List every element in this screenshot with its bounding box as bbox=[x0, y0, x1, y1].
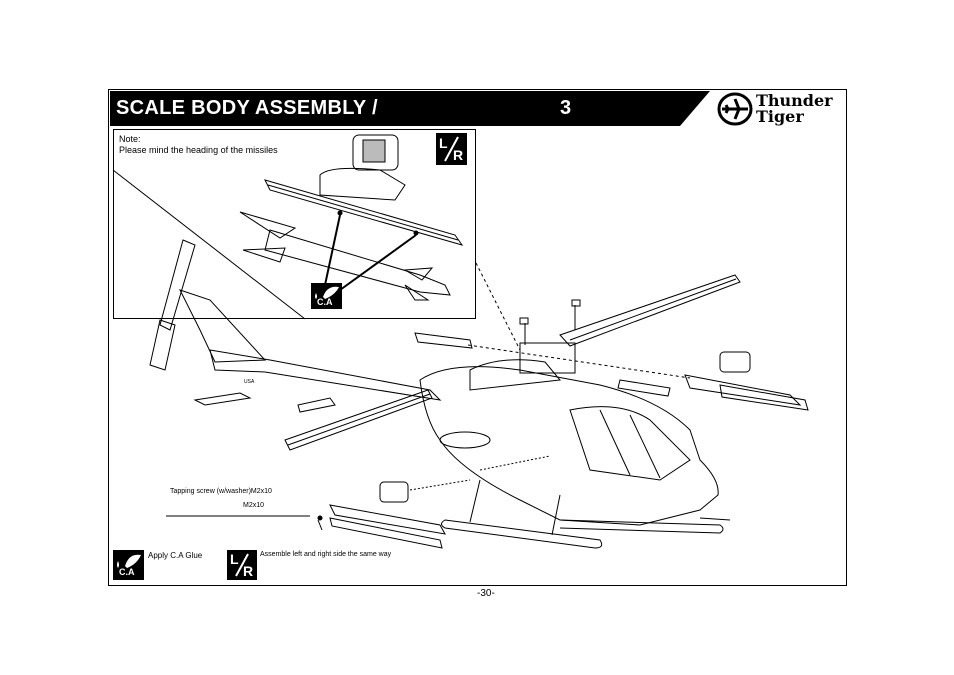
tail-fin bbox=[179, 289, 267, 363]
legend-ca-badge-text: C.A bbox=[119, 567, 135, 577]
canopy bbox=[569, 406, 691, 481]
brand-line1: Thunder bbox=[756, 91, 833, 110]
engine-cowling bbox=[469, 359, 561, 391]
note-text: Please mind the heading of the missiles bbox=[119, 145, 278, 155]
tail-boom bbox=[209, 349, 442, 401]
horizontal-stabilizer bbox=[297, 397, 336, 413]
landing-skid-left bbox=[441, 519, 603, 549]
main-rotor-blade-right bbox=[559, 274, 741, 347]
rotor-blade-stub-right bbox=[617, 379, 671, 397]
tail-rotor-blade-top bbox=[159, 239, 196, 331]
missile-launcher-rail bbox=[264, 179, 464, 246]
weapon-pylon-lower bbox=[329, 504, 446, 535]
page-number: -30- bbox=[477, 588, 495, 599]
page-frame bbox=[108, 89, 847, 586]
callout-line-left bbox=[112, 169, 306, 320]
ca-glue-icon: C.A bbox=[311, 283, 342, 309]
main-rotor-blade-left bbox=[284, 389, 433, 451]
banner-shape bbox=[110, 91, 710, 126]
jet-emblem-icon bbox=[717, 92, 753, 126]
legend-lr-letter-left: L bbox=[230, 551, 239, 567]
legend-lr-icon: L R bbox=[227, 550, 257, 580]
page-title: SCALE BODY ASSEMBLY / bbox=[116, 97, 378, 119]
legend-ca-label: Apply C.A Glue bbox=[148, 551, 203, 560]
step-number: 3 bbox=[560, 97, 572, 119]
decal-mark: USA bbox=[244, 379, 255, 385]
missile bbox=[264, 229, 451, 296]
brand-line2: Tiger bbox=[756, 107, 804, 126]
rotor-head bbox=[519, 342, 576, 374]
legend-ca-icon: C.A bbox=[113, 550, 144, 580]
note-label: Note: bbox=[119, 134, 141, 144]
left-right-icon: L R bbox=[436, 133, 467, 165]
brand-logo: Thunder Tiger bbox=[716, 91, 844, 127]
legend-lr-label: Assemble left and right side the same wa… bbox=[260, 551, 392, 558]
rotor-blade-stub-left bbox=[414, 332, 473, 349]
ca-badge-text: C.A bbox=[317, 297, 333, 307]
callout-line-right bbox=[475, 262, 521, 351]
weapon-pylon-right bbox=[684, 374, 802, 406]
legend-lr-letter-right: R bbox=[243, 563, 254, 579]
tail-rotor-blade-bottom bbox=[149, 319, 176, 371]
lr-letter-right: R bbox=[453, 147, 464, 163]
screw-size: M2x10 bbox=[243, 502, 265, 509]
fuselage-body bbox=[419, 366, 719, 526]
screw-callout: Tapping screw (w/washer)M2x10 bbox=[170, 488, 272, 495]
note-inset-box: Note: Please mind the heading of the mis… bbox=[113, 129, 476, 319]
lr-letter-left: L bbox=[439, 135, 448, 151]
header-banner: SCALE BODY ASSEMBLY / 3 bbox=[110, 91, 710, 126]
landing-skid-right bbox=[559, 519, 724, 534]
